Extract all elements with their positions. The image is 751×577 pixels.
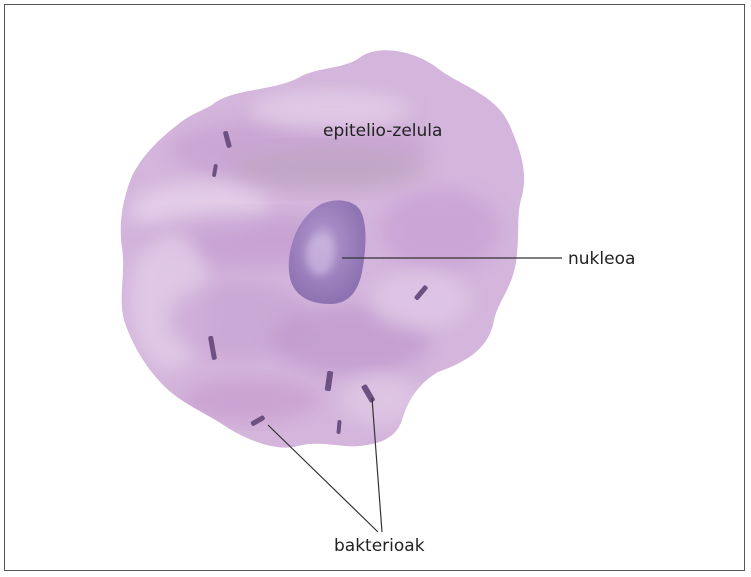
bacteria-label: bakterioak	[334, 536, 425, 556]
nucleolus	[306, 235, 334, 275]
cell-label: epitelio-zelula	[323, 121, 442, 141]
nucleus-label: nukleoa	[568, 249, 635, 269]
